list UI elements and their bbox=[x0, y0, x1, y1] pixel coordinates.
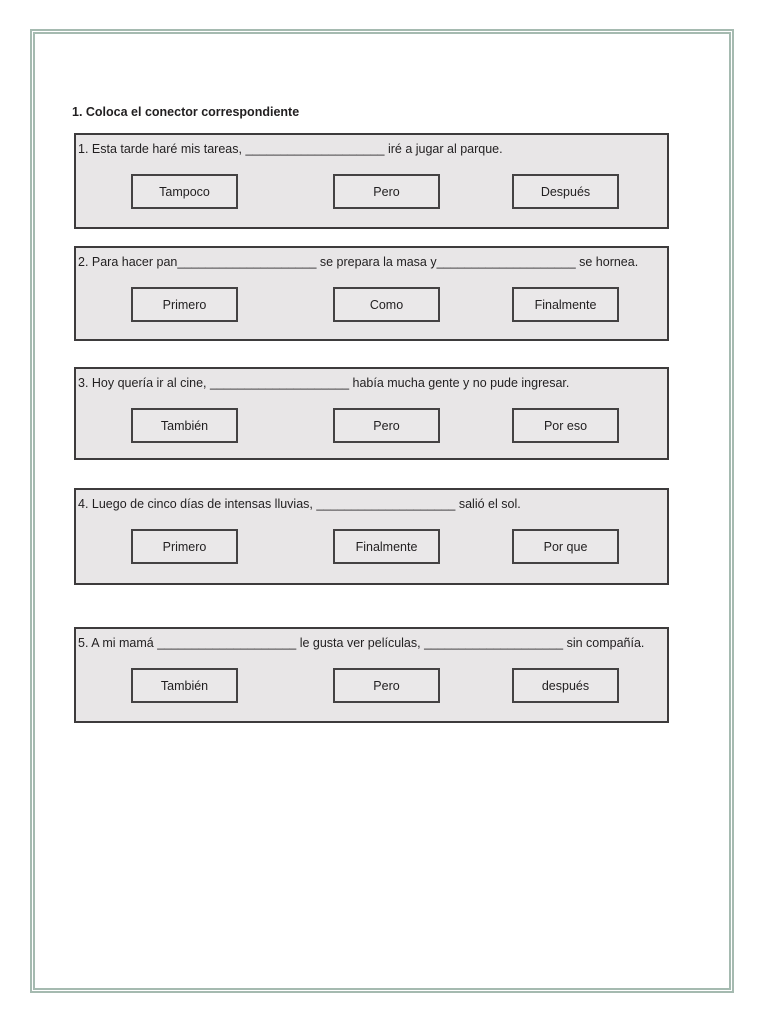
question-box-5: 5. A mi mamá ____________________ le gus… bbox=[74, 627, 669, 723]
question-5-option-3-button[interactable]: después bbox=[512, 668, 619, 703]
question-4-option-2-button[interactable]: Finalmente bbox=[333, 529, 440, 564]
question-4-text: 4. Luego de cinco días de intensas lluvi… bbox=[78, 497, 521, 511]
question-4-option-1-button[interactable]: Primero bbox=[131, 529, 238, 564]
question-1-option-1-button[interactable]: Tampoco bbox=[131, 174, 238, 209]
question-2-option-3-button[interactable]: Finalmente bbox=[512, 287, 619, 322]
question-3-option-2-button[interactable]: Pero bbox=[333, 408, 440, 443]
question-1-option-3-button[interactable]: Después bbox=[512, 174, 619, 209]
question-5-text: 5. A mi mamá ____________________ le gus… bbox=[78, 636, 645, 650]
question-box-3: 3. Hoy quería ir al cine, ______________… bbox=[74, 367, 669, 460]
question-3-text: 3. Hoy quería ir al cine, ______________… bbox=[78, 376, 570, 390]
question-1-text: 1. Esta tarde haré mis tareas, _________… bbox=[78, 142, 503, 156]
question-3-option-3-button[interactable]: Por eso bbox=[512, 408, 619, 443]
question-2-text: 2. Para hacer pan____________________ se… bbox=[78, 255, 639, 269]
page-border-frame-inner bbox=[33, 32, 731, 990]
question-5-option-2-button[interactable]: Pero bbox=[333, 668, 440, 703]
question-3-option-1-button[interactable]: También bbox=[131, 408, 238, 443]
question-2-option-1-button[interactable]: Primero bbox=[131, 287, 238, 322]
question-box-4: 4. Luego de cinco días de intensas lluvi… bbox=[74, 488, 669, 585]
question-box-2: 2. Para hacer pan____________________ se… bbox=[74, 246, 669, 341]
question-5-option-1-button[interactable]: También bbox=[131, 668, 238, 703]
page-border-frame bbox=[30, 29, 734, 993]
question-box-1: 1. Esta tarde haré mis tareas, _________… bbox=[74, 133, 669, 229]
question-4-option-3-button[interactable]: Por que bbox=[512, 529, 619, 564]
question-2-option-2-button[interactable]: Como bbox=[333, 287, 440, 322]
exercise-title: 1. Coloca el conector correspondiente bbox=[72, 105, 300, 119]
question-1-option-2-button[interactable]: Pero bbox=[333, 174, 440, 209]
